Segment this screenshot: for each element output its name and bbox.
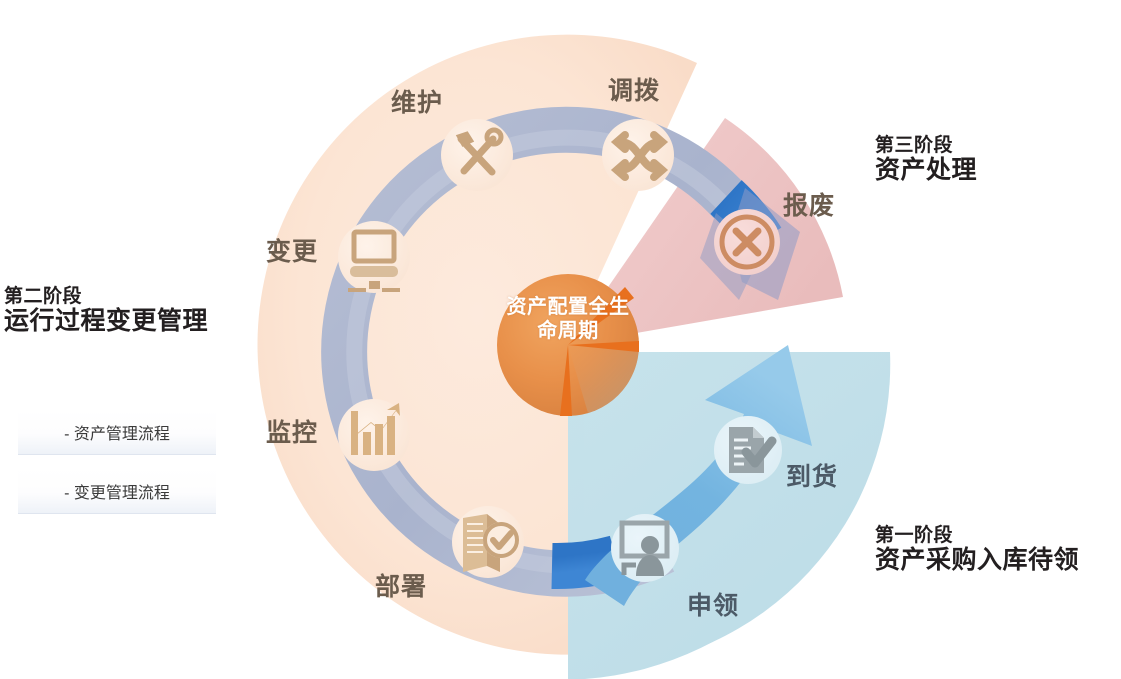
stage3-sub: 第三阶段 (875, 135, 954, 156)
stage1-label-block: 第一阶段 资产采购入库待领 (875, 525, 1079, 575)
stage1-main: 资产采购入库待领 (875, 546, 1080, 575)
process-item-label: - 变更管理流程 (64, 484, 170, 502)
document-check-icon (729, 427, 777, 473)
person-presentation-icon (619, 520, 670, 576)
transfer-arrows-icon (610, 131, 669, 181)
stage2-label-block: 第二阶段 运行过程变更管理 (4, 286, 264, 336)
stage3-label-block: 第三阶段 资产处理 (875, 135, 977, 185)
stage1-sub: 第一阶段 (875, 525, 954, 546)
stage2-main: 运行过程变更管理 (4, 307, 209, 336)
process-list-item-change[interactable]: - 变更管理流程 (18, 468, 216, 513)
stage3-main: 资产处理 (875, 156, 978, 185)
hub-spoke-top (568, 287, 634, 345)
step-label-diaobo: 调拨 (608, 77, 661, 105)
stage1-sector-fill (584, 352, 891, 670)
hub-spoke-right (568, 341, 639, 352)
documents-check-icon (463, 514, 519, 572)
step-label-weihu: 维护 (391, 89, 444, 117)
step-label-biangeng: 变更 (266, 238, 319, 266)
process-list: - 资产管理流程 - 变更管理流程 (18, 409, 216, 527)
step-label-baofei: 报废 (783, 192, 836, 220)
bar-chart-trend-icon (351, 403, 400, 455)
process-item-label: - 资产管理流程 (64, 425, 170, 443)
center-circle-shade (568, 345, 639, 413)
center-label: 资产配置全生命周期 (506, 296, 630, 342)
step-label-daohuo: 到货 (786, 463, 839, 491)
step-label-bushu: 部署 (375, 573, 428, 601)
stage2-sub: 第二阶段 (4, 286, 83, 307)
hammer-wrench-icon (455, 127, 504, 176)
monitor-icon (348, 229, 400, 292)
step-label-shenling: 申领 (687, 592, 740, 620)
process-list-item-asset[interactable]: - 资产管理流程 (18, 409, 216, 454)
hub-spoke-bottom (560, 345, 572, 416)
step-label-jiankong: 监控 (266, 419, 319, 447)
circle-x-icon (719, 214, 775, 270)
